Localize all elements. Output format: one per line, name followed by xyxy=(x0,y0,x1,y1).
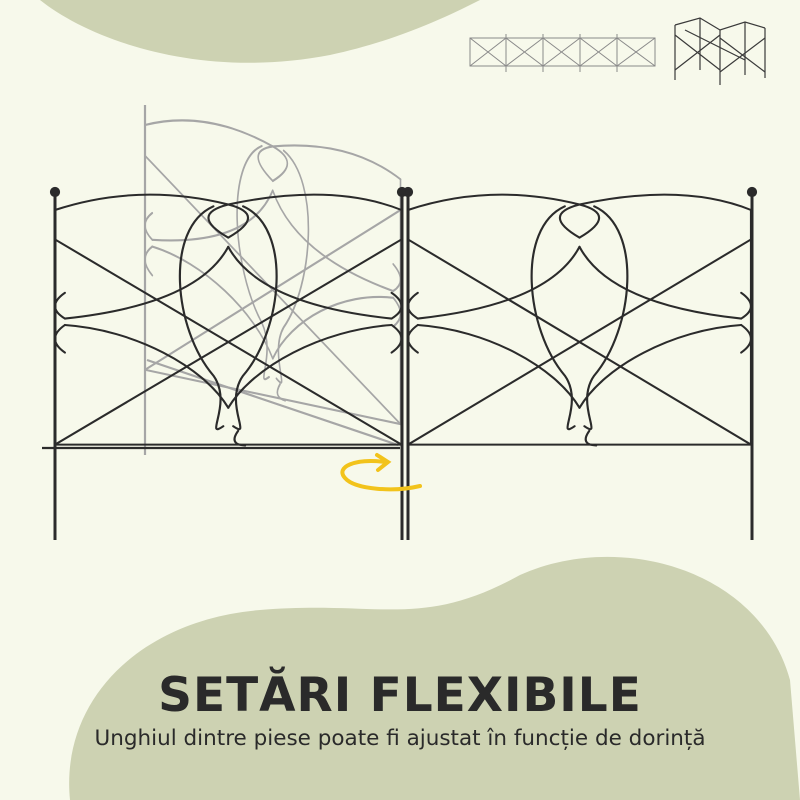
fence-square-thumbnail xyxy=(674,17,766,85)
subline: Unghiul dintre piese poate fi ajustat în… xyxy=(94,726,706,751)
bottom-blob xyxy=(69,556,800,800)
fence-panel-left xyxy=(42,186,408,540)
fence-panel-right xyxy=(402,186,758,540)
ghost-fence-panel xyxy=(143,105,402,455)
top-blob xyxy=(40,0,480,63)
fence-line-thumbnail xyxy=(469,34,656,72)
headline: SETĂRI FLEXIBILE xyxy=(158,668,642,723)
rotate-arrow-icon xyxy=(340,453,422,492)
